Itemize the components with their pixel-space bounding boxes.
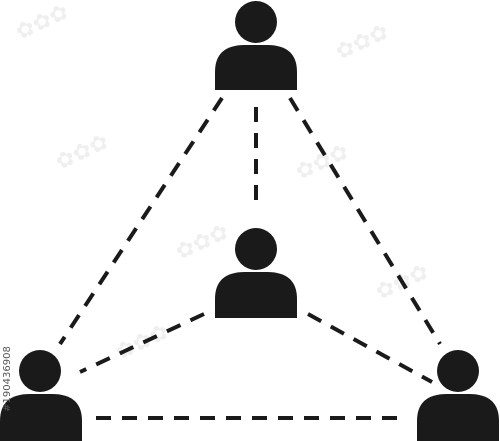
svg-text:✿✿✿: ✿✿✿ bbox=[332, 19, 393, 65]
svg-text:✿✿✿: ✿✿✿ bbox=[12, 0, 73, 45]
svg-text:✿✿✿: ✿✿✿ bbox=[172, 219, 233, 265]
person-icon bbox=[215, 228, 297, 318]
person-icon bbox=[215, 1, 297, 90]
node-bottom-right bbox=[417, 350, 499, 441]
node-bottom-left bbox=[0, 350, 82, 441]
stock-id-text: #190436908 bbox=[2, 346, 13, 412]
edge-top-to-bottom-right bbox=[288, 96, 442, 346]
dashed-edges bbox=[58, 96, 442, 420]
node-center bbox=[215, 228, 297, 318]
edge-center-to-bottom-left bbox=[79, 312, 205, 374]
svg-text:✿✿✿: ✿✿✿ bbox=[52, 129, 113, 175]
svg-text:✿✿✿: ✿✿✿ bbox=[112, 319, 173, 365]
person-icon bbox=[417, 350, 499, 441]
person-icon bbox=[0, 350, 82, 441]
edge-center-to-bottom-right bbox=[307, 312, 433, 384]
stock-id-watermark: #190436908 bbox=[2, 325, 14, 435]
node-top bbox=[215, 1, 297, 90]
svg-text:✿✿✿: ✿✿✿ bbox=[292, 139, 353, 185]
edge-top-to-bottom-left bbox=[58, 96, 224, 346]
